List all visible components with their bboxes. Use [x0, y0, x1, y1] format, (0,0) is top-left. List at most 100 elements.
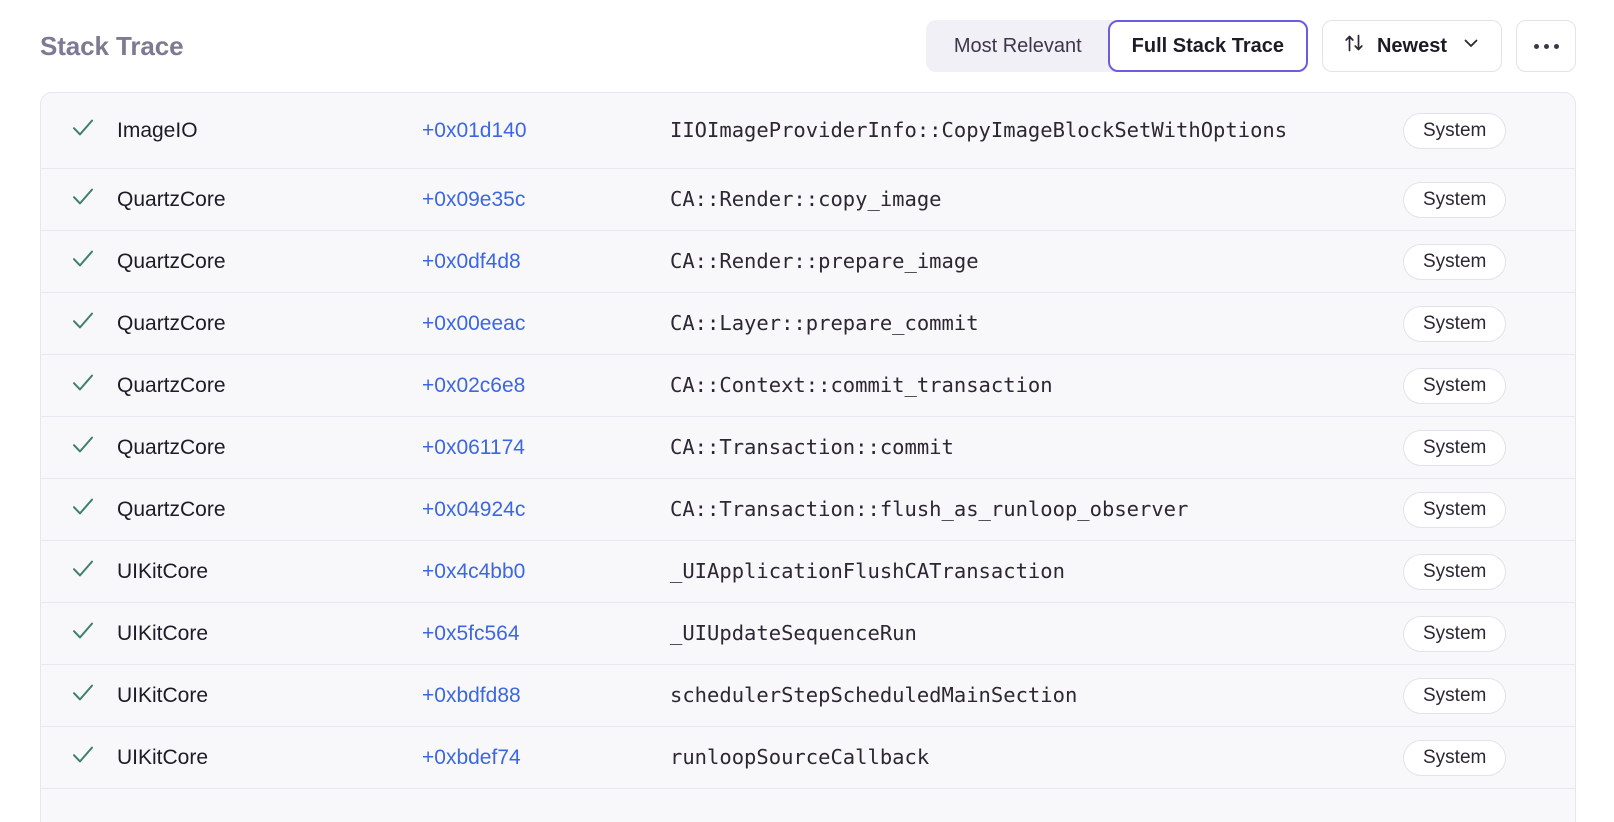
status-badge: System: [1403, 739, 1507, 776]
row-offset-link[interactable]: +0x00eeac: [422, 311, 526, 335]
status-badge: System: [1403, 112, 1507, 149]
check-icon: [70, 556, 96, 587]
row-package-name: QuartzCore: [117, 497, 226, 521]
tab-full-stack-trace[interactable]: Full Stack Trace: [1107, 20, 1308, 72]
row-status-cell: [41, 246, 117, 277]
row-offset-link[interactable]: +0x02c6e8: [422, 373, 526, 397]
row-badge-cell: System: [1403, 677, 1553, 714]
sort-dropdown-label: Newest: [1376, 34, 1447, 57]
check-icon: [70, 618, 96, 649]
status-badge: System: [1403, 677, 1507, 714]
row-offset-link[interactable]: +0x5fc564: [422, 621, 520, 645]
ellipsis-icon-dot-1: [1533, 43, 1539, 49]
status-badge: System: [1403, 181, 1507, 218]
row-status-cell: [41, 742, 117, 773]
row-badge-cell: System: [1403, 112, 1553, 149]
row-badge-cell: System: [1403, 491, 1553, 528]
row-badge-cell: System: [1403, 739, 1553, 776]
check-icon: [70, 432, 96, 463]
check-icon: [70, 680, 96, 711]
row-offset-link[interactable]: +0x04924c: [422, 497, 526, 521]
row-package-name: UIKitCore: [117, 621, 209, 645]
row-offset-link[interactable]: +0xbdfd88: [422, 683, 521, 707]
table-row[interactable]: QuartzCore +0x061174 CA::Transaction::comm…: [41, 417, 1575, 479]
row-symbol-name: CA::Render::prepare_image: [670, 248, 979, 273]
status-badge: System: [1403, 243, 1507, 280]
table-row[interactable]: QuartzCore +0x00eeac CA::Layer::prepare_co…: [41, 293, 1575, 355]
check-icon: [70, 184, 96, 215]
row-symbol-name: CA::Transaction::commit: [670, 434, 954, 459]
row-symbol-name: runloopSourceCallback: [670, 744, 930, 769]
stack-trace-mode-segmented-control[interactable]: Most Relevant Full Stack Trace: [925, 20, 1308, 72]
page-title: Stack Trace: [40, 30, 184, 61]
row-status-cell: [41, 308, 117, 339]
row-symbol-name: CA::Context::commit_transaction: [670, 372, 1053, 397]
row-package-name: UIKitCore: [117, 683, 209, 707]
sort-arrows-icon: [1343, 32, 1365, 60]
check-icon: [70, 742, 96, 773]
table-row[interactable]: QuartzCore +0x0df4d8 CA::Render::prepare_i…: [41, 231, 1575, 293]
panel-header: Stack Trace Most Relevant Full Stack Tra…: [0, 0, 1614, 92]
row-package-name: UIKitCore: [117, 559, 209, 583]
row-package-name: QuartzCore: [117, 311, 226, 335]
row-package-name: UIKitCore: [117, 745, 209, 769]
row-symbol-name: CA::Transaction::flush_as_runloop_observ…: [670, 496, 1189, 521]
table-row[interactable]: QuartzCore +0x04924c CA::Transaction::flus…: [41, 479, 1575, 541]
row-offset-link[interactable]: +0x09e35c: [422, 187, 526, 211]
table-row[interactable]: UIKitCore +0x5fc564 _UIUpdateSequenceRun Sy…: [41, 603, 1575, 665]
table-row[interactable]: UIKitCore +0xbdfd88 schedulerStepScheduled…: [41, 665, 1575, 727]
table-row[interactable]: UIKitCore +0x4c4bb0 _UIApplicationFlushCAT…: [41, 541, 1575, 603]
status-badge: System: [1403, 615, 1507, 652]
row-status-cell: [41, 184, 117, 215]
row-package-name: ImageIO: [117, 118, 198, 142]
row-status-cell: [41, 556, 117, 587]
row-badge-cell: System: [1403, 243, 1553, 280]
status-badge: System: [1403, 429, 1507, 466]
row-badge-cell: System: [1403, 367, 1553, 404]
check-icon: [70, 308, 96, 339]
check-icon: [70, 494, 96, 525]
status-badge: System: [1403, 367, 1507, 404]
status-badge: System: [1403, 305, 1507, 342]
header-controls: Most Relevant Full Stack Trace Newest: [925, 20, 1576, 72]
row-status-cell: [41, 618, 117, 649]
row-symbol-name: CA::Layer::prepare_commit: [670, 310, 979, 335]
tab-full-stack-trace-label: Full Stack Trace: [1131, 34, 1284, 57]
row-symbol-name: CA::Render::copy_image: [670, 186, 942, 211]
row-package-name: QuartzCore: [117, 187, 226, 211]
sort-dropdown[interactable]: Newest: [1321, 20, 1502, 72]
row-package-name: QuartzCore: [117, 249, 226, 273]
ellipsis-icon-dot-3: [1553, 43, 1559, 49]
row-symbol-name: schedulerStepScheduledMainSection: [670, 682, 1078, 707]
tab-most-relevant[interactable]: Most Relevant: [925, 20, 1118, 72]
status-badge: System: [1403, 553, 1507, 590]
row-symbol-name: _UIApplicationFlushCATransaction: [670, 558, 1065, 583]
table-row[interactable]: UIKitCore +0xbdef74 runloopSourceCallback S…: [41, 727, 1575, 789]
check-icon: [70, 246, 96, 277]
row-status-cell: [41, 494, 117, 525]
row-badge-cell: System: [1403, 429, 1553, 466]
check-icon: [70, 370, 96, 401]
row-status-cell: [41, 370, 117, 401]
row-offset-link[interactable]: +0xbdef74: [422, 745, 521, 769]
ellipsis-icon-dot-2: [1543, 43, 1549, 49]
row-badge-cell: System: [1403, 181, 1553, 218]
row-offset-link[interactable]: +0x4c4bb0: [422, 559, 526, 583]
row-status-cell: [41, 680, 117, 711]
row-offset-link[interactable]: +0x0df4d8: [422, 249, 521, 273]
more-options-button[interactable]: [1516, 20, 1576, 72]
chevron-down-icon: [1461, 33, 1481, 59]
status-badge: System: [1403, 491, 1507, 528]
row-symbol-name: _UIUpdateSequenceRun: [670, 620, 917, 645]
row-offset-link[interactable]: +0x061174: [422, 435, 525, 459]
row-status-cell: [41, 432, 117, 463]
row-offset-link[interactable]: +0x01d140: [422, 118, 527, 142]
row-package-name: QuartzCore: [117, 435, 226, 459]
table-row[interactable]: QuartzCore +0x09e35c CA::Render::copy_imag…: [41, 169, 1575, 231]
row-status-cell: [41, 115, 117, 146]
row-badge-cell: System: [1403, 553, 1553, 590]
